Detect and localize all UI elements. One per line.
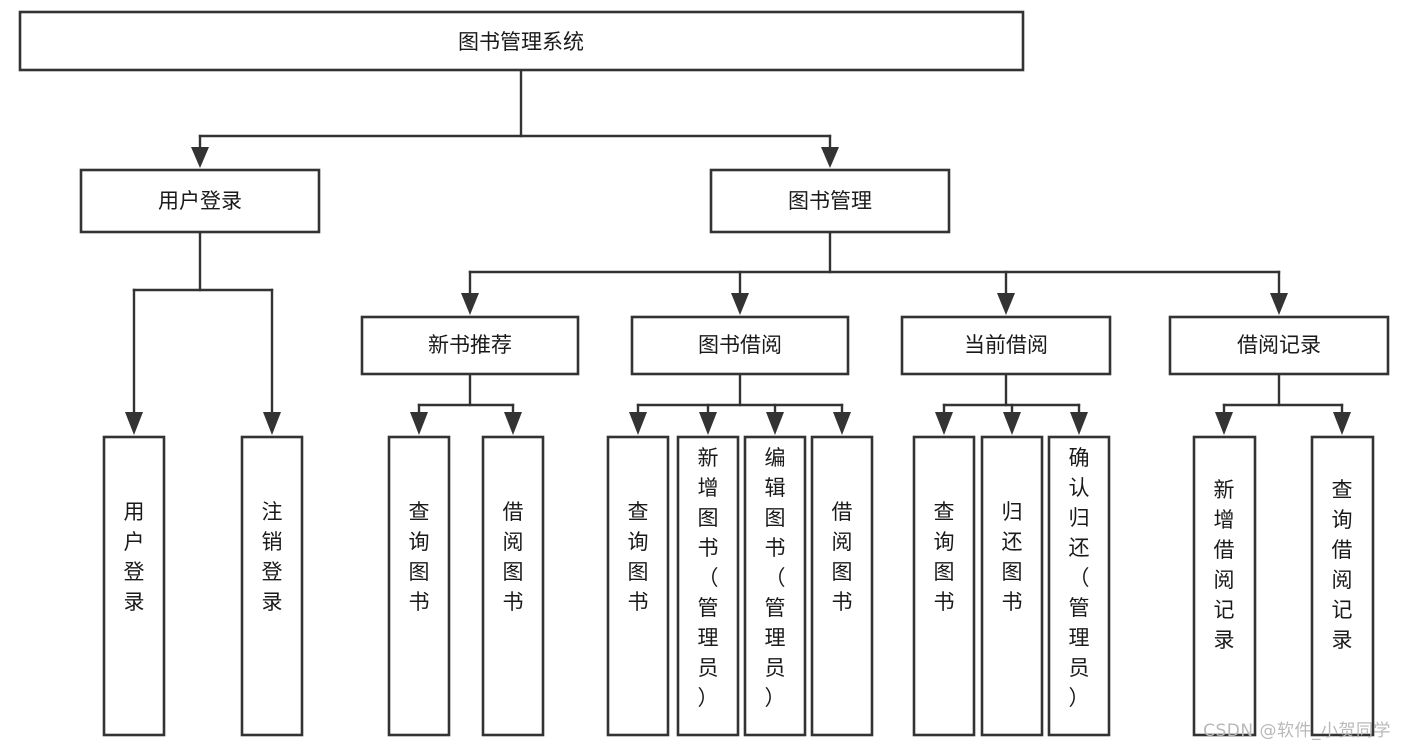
node-new-book-rec-label: 新书推荐 (428, 333, 512, 357)
node-leaf-logout-label: 注销登录 (262, 500, 283, 614)
node-leaf-confirm-return[interactable]: 确认归还（管理员） (1047, 435, 1111, 737)
node-leaf-user-login-box[interactable] (102, 435, 166, 737)
arrow-book-manage (821, 147, 839, 168)
arrow-borrow-record (1270, 293, 1288, 315)
node-leaf-query-book-1-box[interactable] (387, 435, 451, 737)
node-user-login[interactable]: 用户登录 (79, 168, 321, 234)
arrow-book-borrow (731, 293, 749, 315)
node-leaf-query-book-1-label: 查询图书 (409, 500, 430, 614)
node-book-manage-box[interactable] (709, 168, 951, 234)
node-root-label: 图书管理系统 (458, 30, 584, 54)
node-new-book-rec[interactable]: 新书推荐 (360, 315, 580, 376)
node-leaf-query-book-2-box[interactable] (606, 435, 670, 737)
connectors-new-book-rec-to-leaves (410, 372, 522, 435)
node-leaf-query-record-label: 查询借阅记录 (1332, 478, 1353, 652)
node-leaf-add-book[interactable]: 新增图书（管理员） (676, 435, 740, 737)
node-current-borrow-box[interactable] (900, 315, 1112, 376)
node-leaf-add-book-box[interactable] (676, 435, 740, 737)
arrow-leaf-borrow-book-1 (504, 412, 522, 435)
arrow-leaf-edit-book (766, 412, 784, 435)
node-borrow-record-box[interactable] (1168, 315, 1390, 376)
node-root-box[interactable] (18, 10, 1025, 72)
arrow-leaf-add-book (699, 412, 717, 435)
node-book-borrow-box[interactable] (630, 315, 850, 376)
node-leaf-edit-book-box[interactable] (743, 435, 807, 737)
arrow-leaf-query-record (1333, 412, 1351, 435)
connectors-book-manage-to-level2 (461, 230, 1288, 315)
arrow-user-login (191, 147, 209, 168)
arrow-leaf-return-book (1003, 412, 1021, 435)
node-current-borrow[interactable]: 当前借阅 (900, 315, 1112, 376)
node-borrow-record-label: 借阅记录 (1237, 333, 1321, 357)
arrow-leaf-logout (263, 412, 281, 435)
node-leaf-query-book-2-label: 查询图书 (628, 500, 649, 614)
node-leaf-query-book-2[interactable]: 查询图书 (606, 435, 670, 737)
node-root[interactable]: 图书管理系统 (18, 10, 1025, 72)
node-leaf-query-book-3-label: 查询图书 (934, 500, 955, 614)
arrow-leaf-confirm-return (1070, 412, 1088, 435)
node-book-borrow[interactable]: 图书借阅 (630, 315, 850, 376)
node-leaf-query-book-1[interactable]: 查询图书 (387, 435, 451, 737)
node-user-login-label: 用户登录 (158, 189, 242, 213)
node-current-borrow-label: 当前借阅 (964, 333, 1048, 357)
node-leaf-add-record-label: 新增借阅记录 (1214, 478, 1235, 652)
node-leaf-query-record-box[interactable] (1310, 435, 1375, 737)
arrow-leaf-borrow-book-2 (833, 412, 851, 435)
node-leaf-user-login[interactable]: 用户登录 (102, 435, 166, 737)
arrow-leaf-add-record (1215, 412, 1233, 435)
node-leaf-query-book-3[interactable]: 查询图书 (912, 435, 976, 737)
node-leaf-borrow-book-1-label: 借阅图书 (503, 500, 524, 614)
node-leaf-edit-book[interactable]: 编辑图书（管理员） (743, 435, 807, 737)
node-leaf-return-book[interactable]: 归还图书 (980, 435, 1044, 737)
node-leaf-query-book-3-box[interactable] (912, 435, 976, 737)
node-leaf-borrow-book-1[interactable]: 借阅图书 (481, 435, 545, 737)
arrow-leaf-query-book-3 (935, 412, 953, 435)
arrow-leaf-query-book-1 (410, 412, 428, 435)
node-leaf-logout-box[interactable] (240, 435, 304, 737)
connectors-user-login-to-leaves (125, 230, 281, 435)
node-leaf-confirm-return-label: 确认归还（管理员） (1069, 446, 1090, 710)
node-borrow-record[interactable]: 借阅记录 (1168, 315, 1390, 376)
node-leaf-borrow-book-2[interactable]: 借阅图书 (810, 435, 874, 737)
connectors-level0-to-level1 (191, 68, 839, 168)
node-leaf-query-record[interactable]: 查询借阅记录 (1310, 435, 1375, 737)
arrow-current-borrow (997, 293, 1015, 315)
node-book-manage[interactable]: 图书管理 (709, 168, 951, 234)
node-leaf-edit-book-label: 编辑图书（管理员） (765, 446, 786, 710)
node-leaf-add-book-label: 新增图书（管理员） (698, 446, 719, 710)
node-user-login-box[interactable] (79, 168, 321, 234)
node-leaf-return-book-box[interactable] (980, 435, 1044, 737)
node-leaf-borrow-book-2-box[interactable] (810, 435, 874, 737)
node-leaf-add-record-box[interactable] (1192, 435, 1257, 737)
node-leaf-borrow-book-1-box[interactable] (481, 435, 545, 737)
connectors-current-borrow-to-leaves (935, 372, 1088, 435)
arrow-leaf-user-login (125, 412, 143, 435)
node-leaf-confirm-return-box[interactable] (1047, 435, 1111, 737)
arrow-new-book-rec (461, 293, 479, 315)
node-book-manage-label: 图书管理 (788, 189, 872, 213)
node-leaf-logout[interactable]: 注销登录 (240, 435, 304, 737)
node-leaf-user-login-label: 用户登录 (124, 500, 145, 614)
node-new-book-rec-box[interactable] (360, 315, 580, 376)
node-book-borrow-label: 图书借阅 (698, 333, 782, 357)
connectors-book-borrow-to-leaves (629, 372, 851, 435)
node-leaf-borrow-book-2-label: 借阅图书 (832, 500, 853, 614)
connectors-borrow-record-to-leaves (1215, 372, 1351, 435)
node-leaf-return-book-label: 归还图书 (1002, 500, 1023, 614)
node-leaf-add-record[interactable]: 新增借阅记录 (1192, 435, 1257, 737)
arrow-leaf-query-book-2 (629, 412, 647, 435)
